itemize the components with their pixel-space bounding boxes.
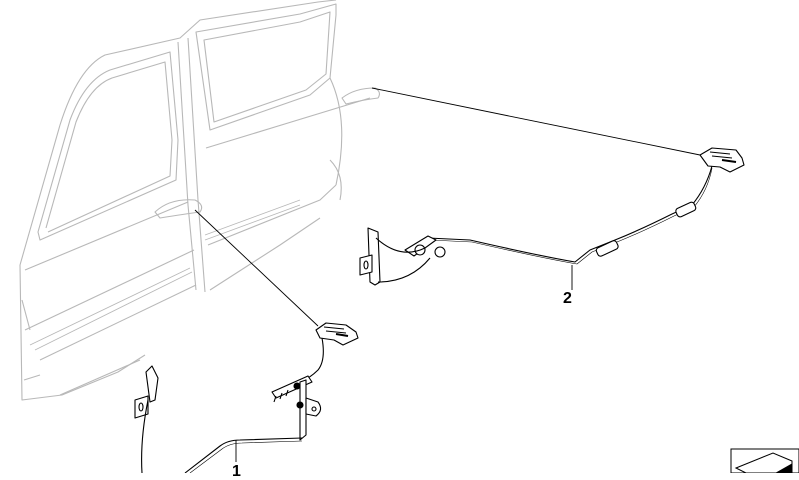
part-2-rear-harness: [359, 147, 745, 286]
part-1-front-harness: [134, 322, 359, 473]
vehicle-doors: [19, 0, 381, 401]
leader-lines: [194, 87, 701, 462]
callout-label-2: 2: [563, 290, 572, 307]
callout-label-1: 1: [232, 463, 241, 480]
part-block-icon: [730, 448, 799, 473]
